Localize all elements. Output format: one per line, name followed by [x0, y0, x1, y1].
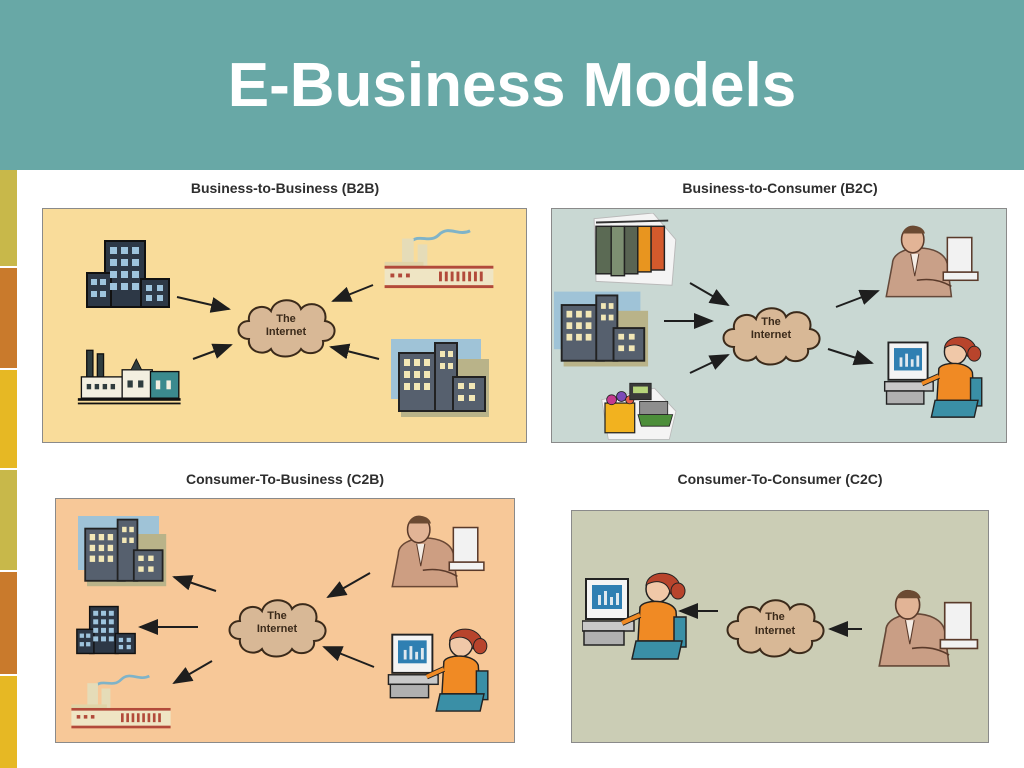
arrow-from-internet: [172, 575, 217, 592]
businessman-computer-icon: [391, 515, 485, 588]
arrow-from-internet: [827, 348, 874, 366]
c2c-diagram: The Internet: [571, 510, 989, 743]
factory-icon: [77, 349, 182, 406]
arrow-to-internet: [326, 572, 371, 598]
cloud-label-line2: Internet: [266, 326, 307, 338]
arrow-from-internet: [835, 289, 880, 308]
office-building-icon: [391, 337, 491, 419]
office-building-icon: [78, 515, 168, 588]
cloud-label-line1: The: [765, 611, 785, 623]
slide-header: E-Business Models: [0, 0, 1024, 170]
arrow-to-internet: [192, 343, 233, 360]
b2b-panel-title: Business-to-Business (B2B): [190, 180, 380, 196]
factory-icon: [70, 674, 172, 730]
clothing-rack-icon: [593, 213, 677, 287]
arrow-from-internet: [172, 660, 213, 685]
businessman-computer-icon: [877, 588, 979, 668]
office-building-icon: [76, 605, 136, 655]
b2b-diagram: The Internet: [42, 208, 527, 443]
c2b-diagram: The Internet: [55, 498, 515, 743]
arrow-to-internet: [176, 296, 231, 313]
factory-icon: [383, 229, 495, 290]
c2b-diagram-svg: The Internet: [70, 515, 515, 730]
woman-computer-icon: [885, 337, 982, 417]
woman-computer-icon: [388, 629, 487, 711]
woman-computer-icon: [582, 573, 686, 659]
decorative-stripe: [0, 370, 17, 468]
c2c-diagram-svg: The Internet: [572, 511, 979, 668]
b2c-diagram: The Internet: [551, 208, 1007, 443]
shopping-cart-icon: [600, 382, 677, 441]
b2c-panel-title: Business-to-Consumer (B2C): [682, 180, 878, 196]
slide-title: E-Business Models: [227, 51, 797, 120]
cloud-label-line1: The: [761, 316, 781, 328]
arrow-to-internet: [689, 282, 730, 307]
cloud-label-line2: Internet: [257, 623, 298, 635]
cloud-label-line1: The: [267, 610, 287, 622]
arrow-to-internet: [322, 646, 375, 668]
decorative-stripe: [0, 676, 17, 768]
b2c-diagram-svg: The Internet: [554, 213, 1007, 441]
cloud-label-line1: The: [276, 313, 296, 325]
b2b-diagram-svg: The Internet: [77, 229, 495, 419]
businessman-computer-icon: [885, 225, 979, 298]
decorative-stripe: [0, 268, 17, 368]
office-building-icon: [86, 240, 170, 308]
cloud-label-line2: Internet: [755, 625, 796, 637]
c2c-panel-title: Consumer-To-Consumer (C2C): [677, 471, 883, 487]
decorative-stripe: [0, 572, 17, 674]
cloud-label-line2: Internet: [751, 329, 792, 341]
decorative-stripe: [0, 170, 17, 266]
c2b-panel-title: Consumer-To-Business (C2B): [185, 471, 385, 487]
arrow-to-internet: [331, 284, 374, 302]
office-building-icon: [554, 290, 650, 368]
arrow-to-internet: [329, 343, 380, 360]
decorative-stripe: [0, 470, 17, 570]
arrow-to-internet: [689, 354, 730, 374]
